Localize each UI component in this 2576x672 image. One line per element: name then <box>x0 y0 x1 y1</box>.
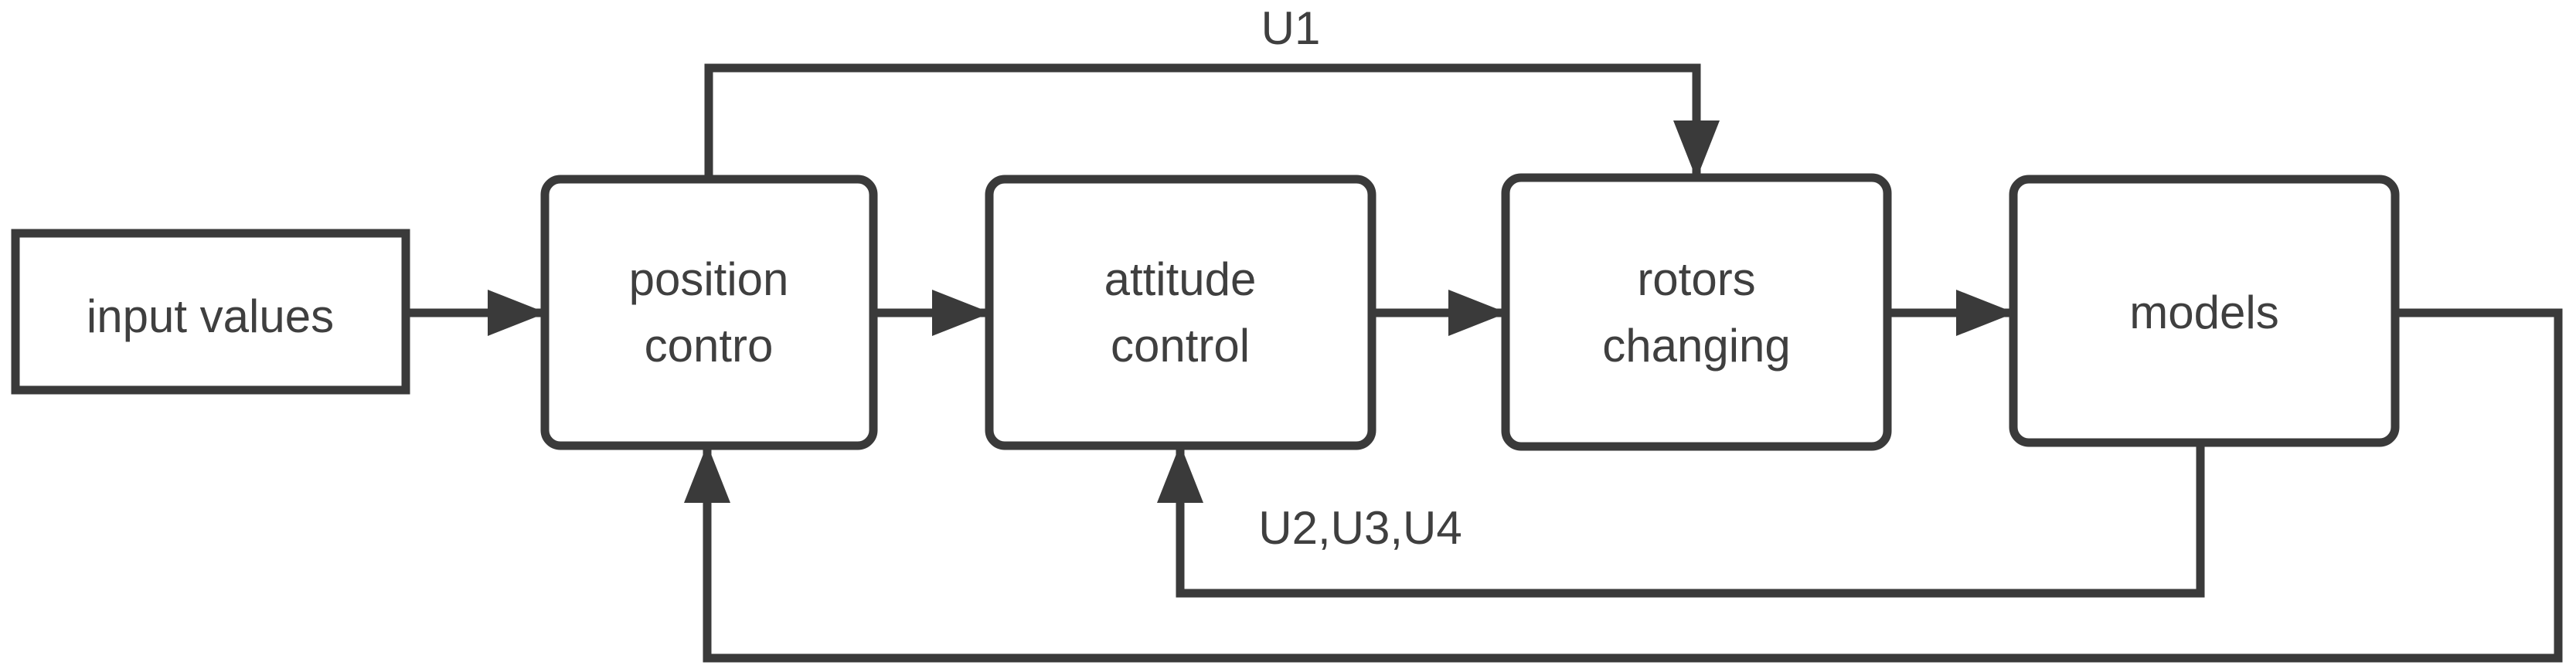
input-values-label: input values <box>87 290 334 342</box>
edge-label-u1: U1 <box>1261 2 1321 54</box>
attitude-control-box <box>985 175 1376 450</box>
rotors-changing-label-line1: rotors <box>1637 253 1755 305</box>
blocks: input values position contro attitude co… <box>11 173 2400 451</box>
input-values-box <box>11 229 410 395</box>
edge-label-u2u3u4: U2,U3,U4 <box>1258 502 1462 554</box>
arrow-u1-feedforward <box>704 63 1720 179</box>
attitude-control-label-line2: control <box>1111 320 1250 372</box>
models-label: models <box>2129 287 2278 338</box>
connectors <box>406 63 2563 663</box>
block-position-contro: position contro <box>540 175 878 450</box>
block-models: models <box>2009 175 2400 447</box>
position-contro-box <box>540 175 878 450</box>
position-contro-label-line1: position <box>629 253 789 305</box>
rotors-changing-label-line2: changing <box>1602 320 1791 372</box>
arrow-outer-feedback <box>684 308 2563 663</box>
position-contro-label-line2: contro <box>645 320 774 372</box>
rotors-changing-box <box>1501 173 1892 451</box>
block-input-values: input values <box>11 229 410 395</box>
models-box <box>2009 175 2400 447</box>
edge-labels: U1 U2,U3,U4 <box>1258 2 1462 554</box>
attitude-control-label-line1: attitude <box>1104 253 1257 305</box>
block-attitude-control: attitude control <box>985 175 1376 450</box>
arrow-u2u3u4-feedback <box>1157 443 2205 598</box>
block-rotors-changing: rotors changing <box>1501 173 1892 451</box>
